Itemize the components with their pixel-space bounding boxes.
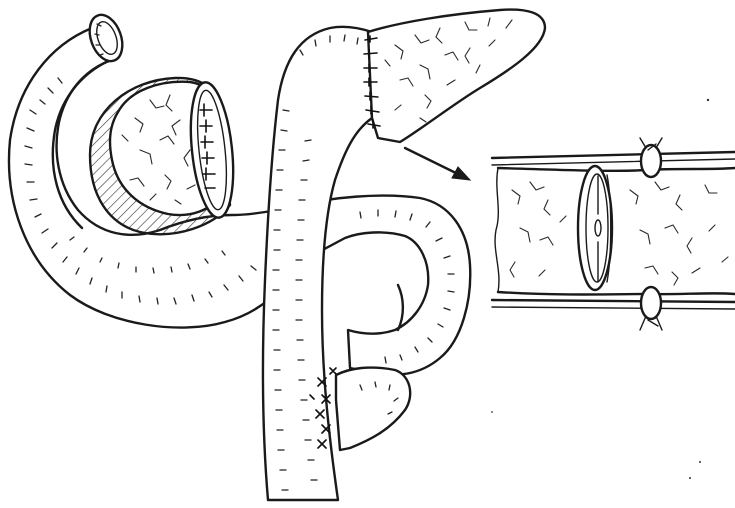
lower-ligature [640,287,662,330]
stomach-remnant [90,78,239,234]
magnified-detail [492,138,735,330]
pancreas-remnant [364,10,545,142]
detail-arrow [405,148,470,180]
upper-ligature [640,138,662,177]
